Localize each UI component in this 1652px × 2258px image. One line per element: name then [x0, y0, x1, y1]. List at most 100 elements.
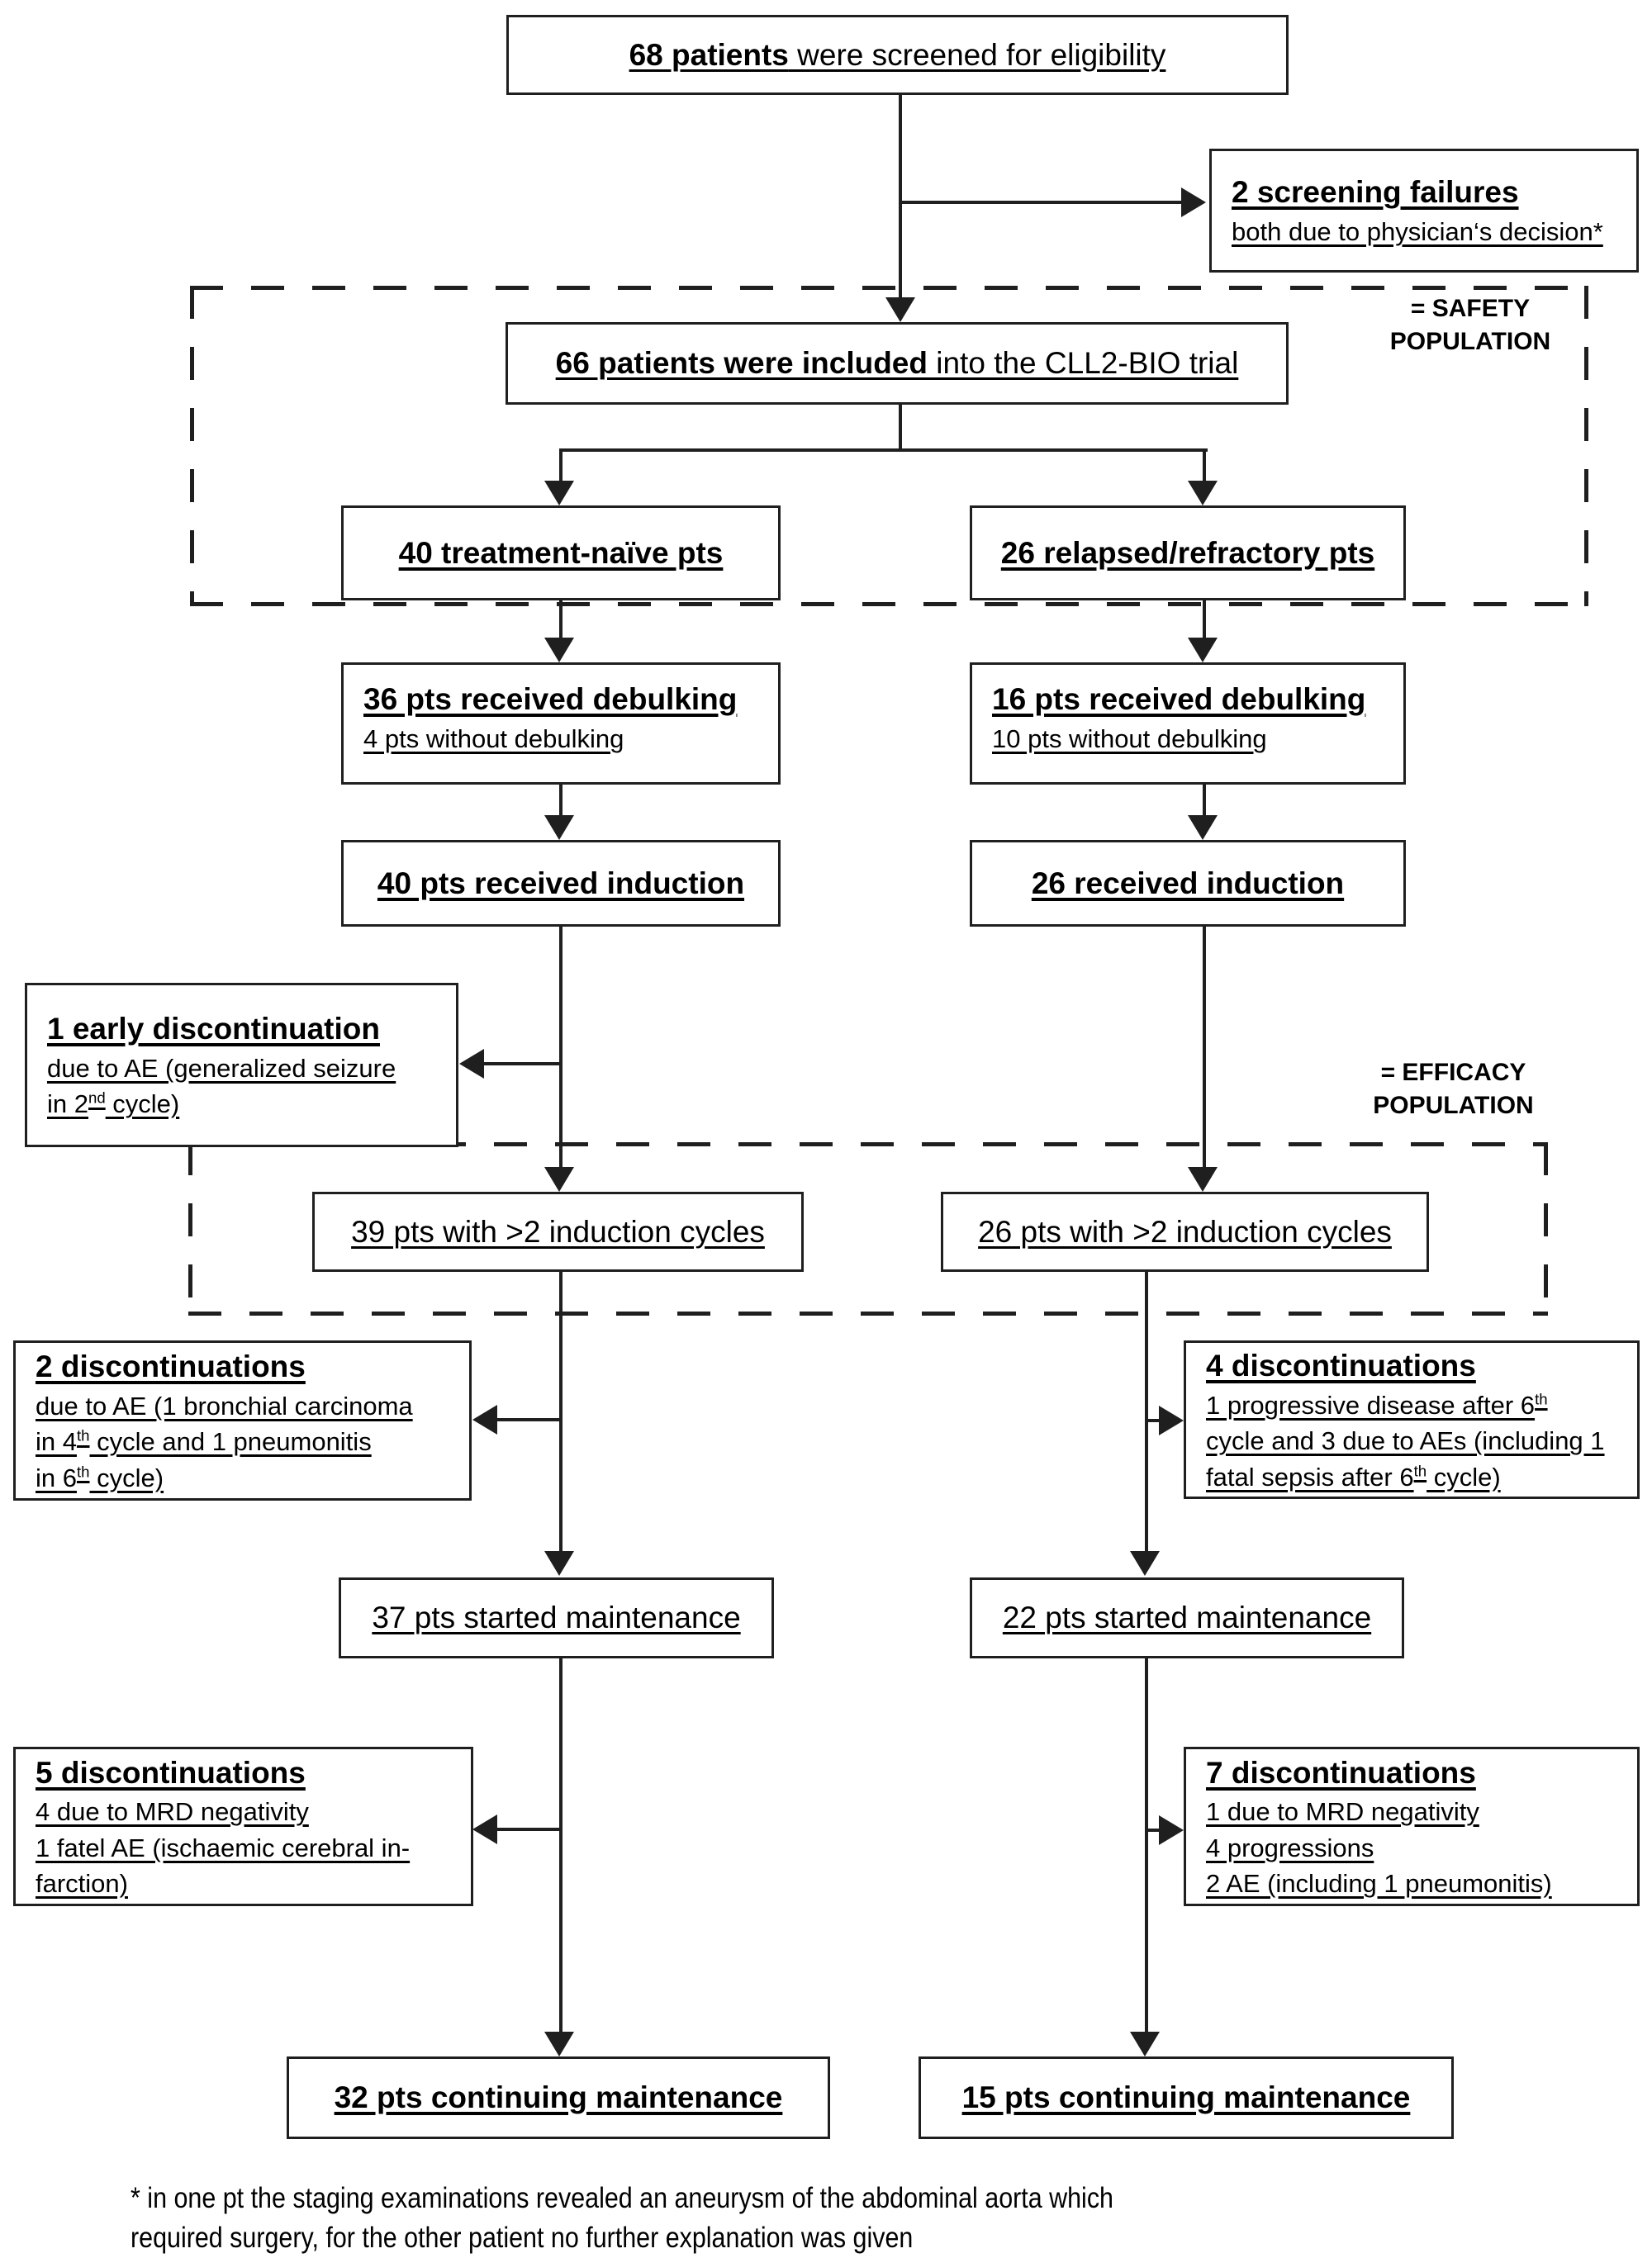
box-tn-discontinuations-5: 5 discontinuations 4 due to MRD negativi…	[13, 1747, 473, 1906]
box-tn-discontinuations-2-heading: 2 discontinuations	[36, 1350, 306, 1384]
connector-line	[1203, 448, 1206, 482]
box-included-rest: into the CLL2-BIO trial	[927, 346, 1239, 381]
connector-line	[496, 1828, 561, 1831]
box-tn-maintenance: 37 pts started maintenance	[339, 1577, 774, 1658]
efficacy-population-label-line2: POPULATION	[1373, 1091, 1534, 1119]
box-rr-continuing-text: 15 pts continuing maintenance	[961, 2080, 1411, 2115]
footnote-line1: * in one pt the staging examinations rev…	[131, 2182, 1113, 2214]
box-tn-discontinuations-2-line: due to AE (1 bronchial carcinoma	[36, 1391, 413, 1421]
efficacy-population-border-left	[188, 1142, 192, 1316]
arrowhead-down	[544, 638, 574, 662]
box-screened-bold: 68 patients	[629, 37, 789, 72]
connector-line	[559, 927, 563, 1169]
box-tn-cycles-text: 39 pts with >2 induction cycles	[351, 1214, 765, 1249]
safety-population-label: = SAFETY POPULATION	[1355, 292, 1586, 358]
arrowhead-down	[544, 481, 574, 505]
arrowhead-right	[1181, 187, 1206, 217]
connector-line	[1203, 927, 1206, 1169]
box-tn-discontinuations-2-line: in 4th cycle and 1 pneumonitis	[36, 1426, 372, 1457]
connector-line	[559, 1658, 563, 2033]
box-tn-debulking-detail: 4 pts without debulking	[363, 723, 624, 753]
box-rr-debulking: 16 pts received debulking 10 pts without…	[970, 662, 1406, 785]
box-rr-debulking-detail: 10 pts without debulking	[992, 723, 1267, 753]
connector-line	[1145, 1658, 1148, 2033]
box-tn-debulking: 36 pts received debulking 4 pts without …	[341, 662, 781, 785]
efficacy-population-border-right	[1544, 1142, 1548, 1316]
connector-line	[559, 600, 563, 639]
connector-line	[1146, 1829, 1161, 1832]
connector-line	[1203, 785, 1206, 817]
box-rr-discontinuations-7-heading: 7 discontinuations	[1206, 1755, 1476, 1790]
box-rr-discontinuations-4: 4 discontinuations 1 progressive disease…	[1184, 1340, 1640, 1499]
arrowhead-down	[1188, 481, 1218, 505]
box-tn-continuing-text: 32 pts continuing maintenance	[334, 2080, 783, 2115]
arrowhead-down	[1188, 1167, 1218, 1192]
box-rr-discontinuations-7-line: 1 due to MRD negativity	[1206, 1797, 1479, 1827]
connector-line	[496, 1418, 561, 1421]
connector-line	[899, 95, 902, 299]
arrowhead-down	[885, 297, 915, 322]
box-early-discontinuation-heading: 1 early discontinuation	[47, 1012, 380, 1046]
arrowhead-down	[1130, 1551, 1160, 1576]
box-rr-induction-text: 26 received induction	[1031, 866, 1345, 900]
arrowhead-down	[544, 815, 574, 840]
connector-line	[1145, 1272, 1148, 1553]
safety-population-border-bottom	[190, 602, 1586, 606]
box-tn-maintenance-text: 37 pts started maintenance	[372, 1601, 741, 1635]
safety-population-label-line1: = SAFETY	[1410, 295, 1531, 322]
box-screening-failures-heading: 2 screening failures	[1232, 175, 1519, 210]
connector-line	[899, 405, 902, 450]
box-screening-failures: 2 screening failures both due to physici…	[1209, 149, 1639, 273]
connector-line	[482, 1062, 561, 1065]
box-tn-discontinuations-5-heading: 5 discontinuations	[36, 1755, 306, 1790]
connector-line	[900, 201, 1181, 204]
box-rr-discontinuations-4-line: 1 progressive disease after 6th	[1206, 1390, 1548, 1420]
box-treatment-naive: 40 treatment-naïve pts	[341, 505, 781, 600]
box-rr-discontinuations-4-line: cycle and 3 due to AEs (including 1	[1206, 1426, 1605, 1456]
box-screened-rest: were screened for eligibility	[788, 37, 1166, 72]
arrowhead-down	[544, 2032, 574, 2056]
box-tn-discontinuations-2: 2 discontinuations due to AE (1 bronchia…	[13, 1340, 472, 1501]
connector-line	[559, 448, 1208, 452]
safety-population-border-right	[1584, 286, 1588, 606]
efficacy-population-border-top	[188, 1142, 1548, 1146]
box-tn-discontinuations-5-line: 4 due to MRD negativity	[36, 1797, 309, 1827]
box-early-discontinuation-line: due to AE (generalized seizure	[47, 1054, 396, 1083]
box-tn-cycles: 39 pts with >2 induction cycles	[312, 1192, 804, 1272]
arrowhead-left	[472, 1405, 497, 1435]
arrowhead-left	[472, 1814, 497, 1844]
arrowhead-right	[1159, 1406, 1184, 1435]
box-relapsed-refractory-text: 26 relapsed/refractory pts	[1000, 535, 1375, 570]
connector-line	[559, 785, 563, 817]
box-rr-debulking-heading: 16 pts received debulking	[992, 682, 1366, 716]
box-rr-maintenance: 22 pts started maintenance	[970, 1577, 1404, 1658]
box-tn-discontinuations-5-line: 1 fatel AE (ischaemic cerebral in-	[36, 1833, 411, 1862]
box-rr-induction: 26 received induction	[970, 840, 1406, 927]
connector-line	[559, 1272, 563, 1553]
box-tn-discontinuations-5-line: farction)	[36, 1869, 128, 1899]
box-rr-cycles-text: 26 pts with >2 induction cycles	[978, 1214, 1392, 1249]
box-early-discontinuation-line: in 2nd cycle)	[47, 1089, 180, 1119]
box-tn-debulking-heading: 36 pts received debulking	[363, 682, 738, 716]
arrowhead-down	[1188, 638, 1218, 662]
footnote-line2: required surgery, for the other patient …	[131, 2222, 914, 2255]
arrowhead-left	[459, 1049, 484, 1079]
box-included-text: 66 patients were included into the CLL2-…	[556, 342, 1239, 385]
box-early-discontinuation: 1 early discontinuation due to AE (gener…	[25, 983, 458, 1147]
efficacy-population-label: = EFFICACY POPULATION	[1356, 1056, 1550, 1122]
box-rr-discontinuations-4-heading: 4 discontinuations	[1206, 1349, 1476, 1383]
box-rr-maintenance-text: 22 pts started maintenance	[1002, 1601, 1372, 1635]
box-tn-discontinuations-2-line: in 6th cycle)	[36, 1463, 164, 1492]
box-included: 66 patients were included into the CLL2-…	[506, 322, 1289, 405]
box-tn-continuing: 32 pts continuing maintenance	[287, 2056, 830, 2139]
box-rr-discontinuations-7: 7 discontinuations 1 due to MRD negativi…	[1184, 1747, 1640, 1906]
arrowhead-down	[1130, 2032, 1160, 2056]
efficacy-population-label-line1: = EFFICACY	[1380, 1059, 1526, 1086]
box-relapsed-refractory: 26 relapsed/refractory pts	[970, 505, 1406, 600]
arrowhead-down	[544, 1551, 574, 1576]
arrowhead-down	[1188, 815, 1218, 840]
box-tn-induction-text: 40 pts received induction	[377, 866, 745, 900]
arrowhead-down	[544, 1167, 574, 1192]
safety-population-label-line2: POPULATION	[1389, 327, 1551, 355]
